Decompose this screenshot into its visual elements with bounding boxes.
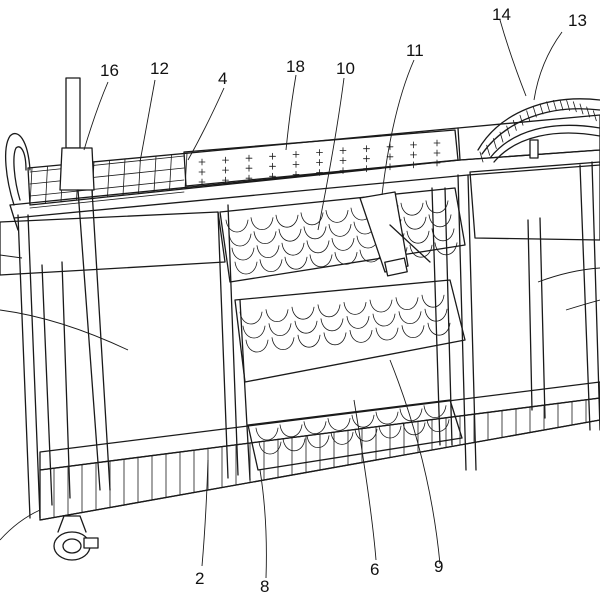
label-12: 12	[150, 59, 169, 78]
label-10: 10	[336, 59, 355, 78]
label-16: 16	[100, 61, 119, 80]
arch-conveyor	[477, 98, 600, 163]
label-11: 11	[406, 41, 424, 60]
left-cabinet	[0, 204, 239, 541]
label-14: 14	[492, 5, 511, 24]
label-18: 18	[286, 57, 305, 76]
label-13: 13	[568, 11, 587, 30]
bottom-base-grid	[39, 381, 600, 521]
hanging-tube	[359, 191, 431, 277]
label-6: 6	[370, 560, 379, 579]
label-4: 4	[218, 69, 227, 88]
label-8: 8	[260, 577, 269, 596]
label-9: 9	[434, 557, 443, 576]
shelves	[219, 187, 466, 481]
label-2: 2	[195, 569, 204, 588]
leader-lines	[83, 19, 563, 579]
caster-wheel	[53, 515, 99, 561]
rod-holder	[59, 77, 111, 491]
reference-numerals: 16 12 4 18 10 11 14 13 2 8 6 9	[100, 5, 587, 596]
top-tray	[5, 114, 600, 471]
right-rods	[527, 161, 600, 431]
